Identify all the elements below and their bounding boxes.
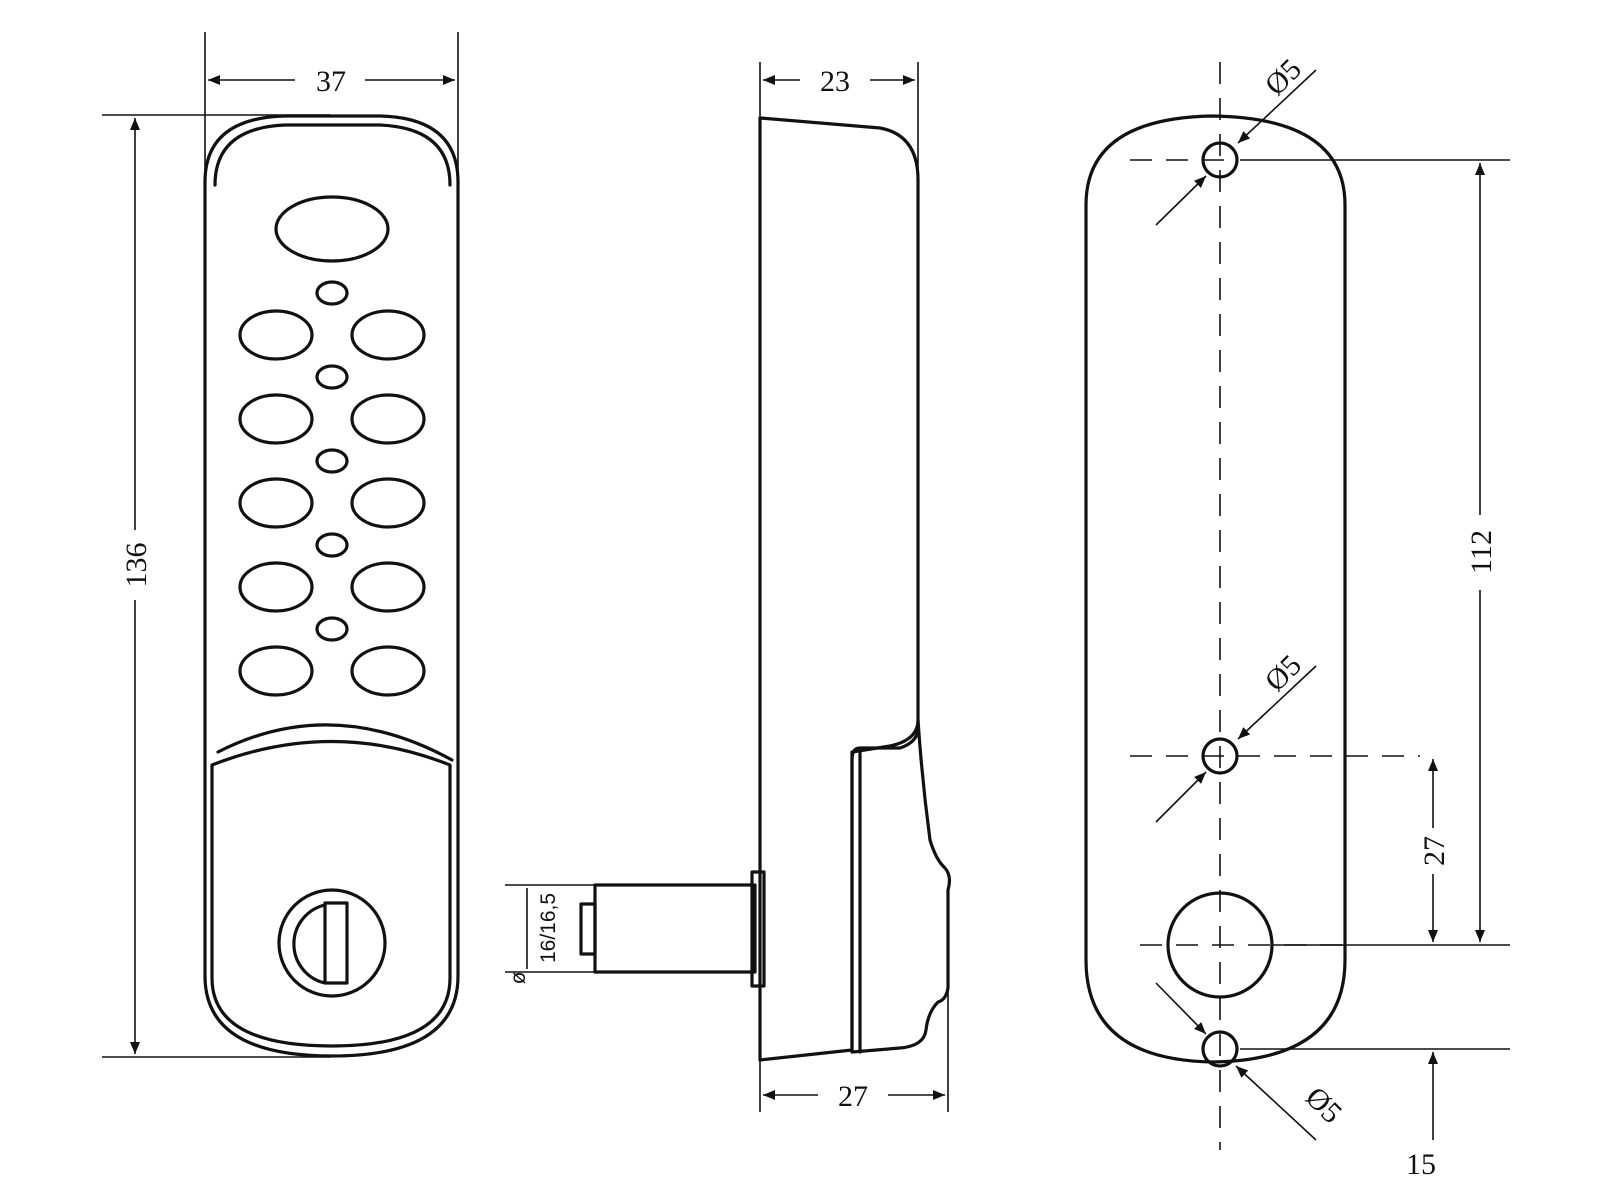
- small-key-button: [315, 616, 349, 642]
- leader-line: [1237, 69, 1317, 144]
- back-view: Ø5 Ø5 Ø5 112 27 15: [1084, 53, 1510, 1181]
- key-button: [350, 477, 426, 529]
- keypad: [238, 280, 426, 697]
- leader-line: [1155, 982, 1207, 1035]
- side-view: ø 16/16,5 23 27: [505, 62, 952, 1113]
- knob-cover: [210, 739, 452, 1048]
- key-button: [238, 645, 314, 697]
- width-dimension-label: 37: [316, 65, 346, 98]
- top-hole-diameter-label: Ø5: [1259, 53, 1308, 102]
- leader-line: [1235, 1065, 1317, 1141]
- small-key-button: [315, 532, 349, 558]
- small-key-button: [315, 448, 349, 474]
- bottom-offset-label: 15: [1406, 1148, 1436, 1181]
- small-key-button: [315, 364, 349, 390]
- key-button: [350, 645, 426, 697]
- key-button: [350, 561, 426, 613]
- center-spacing-label: 112: [1465, 530, 1498, 574]
- knob-inner-arc: [292, 903, 327, 985]
- side-view-body-outline: [758, 116, 920, 1062]
- top-mounting-hole: [1201, 141, 1239, 179]
- shaft: [593, 883, 757, 974]
- shaft-diameter-symbol: ø: [507, 971, 530, 984]
- shaft-collar: [750, 870, 766, 988]
- bottom-mounting-hole: [1201, 1030, 1239, 1068]
- middle-hole-diameter-label: Ø5: [1259, 649, 1308, 698]
- key-button: [238, 477, 314, 529]
- height-dimension-label: 136: [120, 543, 153, 588]
- shaft-diameter-label: 16/16,5: [537, 893, 560, 963]
- front-view-inner-contour: [213, 123, 452, 187]
- bottom-hole-diameter-label: Ø5: [1299, 1081, 1348, 1130]
- key-button: [350, 309, 426, 361]
- side-view-rear-plate: [850, 718, 952, 1054]
- mid-spacing-label: 27: [1418, 836, 1451, 866]
- key-button: [238, 393, 314, 445]
- key-button: [350, 393, 426, 445]
- knob-ring: [277, 888, 387, 998]
- key-button: [238, 309, 314, 361]
- display-window: [274, 195, 390, 263]
- leader-line: [1237, 665, 1317, 740]
- front-view: 37 136: [102, 32, 460, 1058]
- middle-mounting-hole: [1201, 737, 1239, 775]
- leader-line: [1155, 175, 1207, 226]
- back-view-body-outline: [1084, 114, 1347, 1064]
- front-view-body-outline: [203, 114, 460, 1058]
- small-key-button: [315, 280, 349, 306]
- depth-dimension-label: 23: [820, 65, 850, 98]
- shaft-key-slot: [579, 902, 597, 956]
- key-button: [238, 561, 314, 613]
- knob-handle: [323, 901, 349, 985]
- leader-line: [1155, 771, 1207, 823]
- overall-depth-dimension-label: 27: [838, 1080, 868, 1113]
- knob-cover-top-arc: [216, 723, 454, 762]
